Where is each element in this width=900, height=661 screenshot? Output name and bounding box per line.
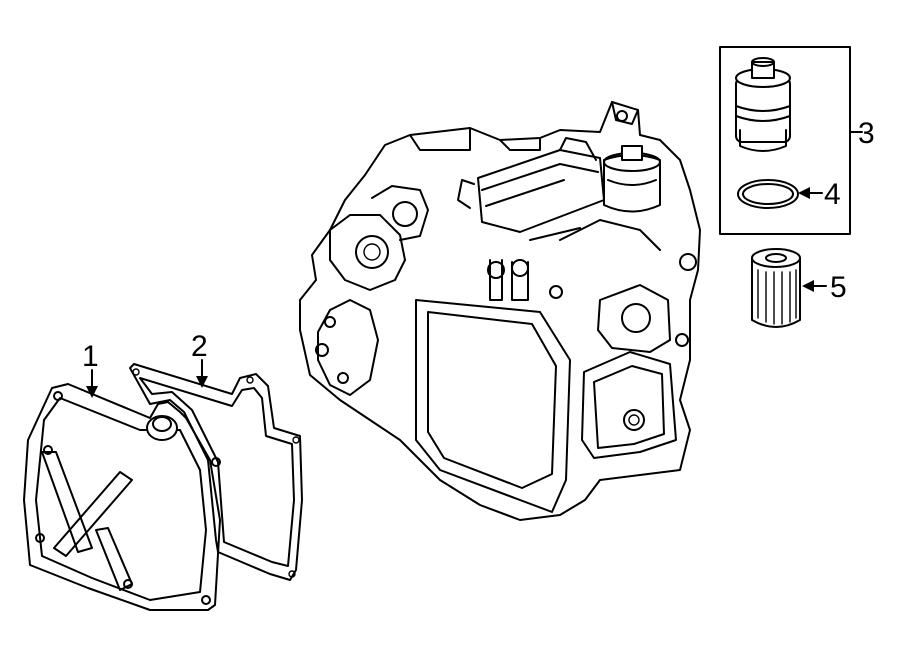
- filter-housing-box: [719, 46, 851, 235]
- o-ring-part: [737, 179, 799, 209]
- oil-pan-part: [23, 383, 221, 611]
- filter-element-part: [751, 248, 801, 328]
- callout-label-1: 1: [82, 340, 99, 373]
- arrow-2-icon: [196, 376, 208, 388]
- arrow-1-icon: [86, 386, 98, 398]
- callout-3: 3: [849, 117, 875, 150]
- arrow-5-icon: [802, 280, 814, 292]
- callout-label-5: 5: [830, 271, 847, 304]
- transmission-assembly: [299, 101, 701, 521]
- callout-label-3: 3: [858, 117, 875, 150]
- callout-5: 5: [802, 271, 847, 304]
- callout-1: 1: [82, 340, 99, 398]
- callout-label-2: 2: [191, 330, 208, 363]
- gasket-part: [129, 363, 303, 581]
- filter-cap-part: [735, 57, 791, 152]
- callout-2: 2: [191, 330, 208, 388]
- callout-label-4: 4: [824, 178, 841, 211]
- arrow-4-icon: [798, 187, 810, 199]
- callout-4: 4: [798, 178, 841, 211]
